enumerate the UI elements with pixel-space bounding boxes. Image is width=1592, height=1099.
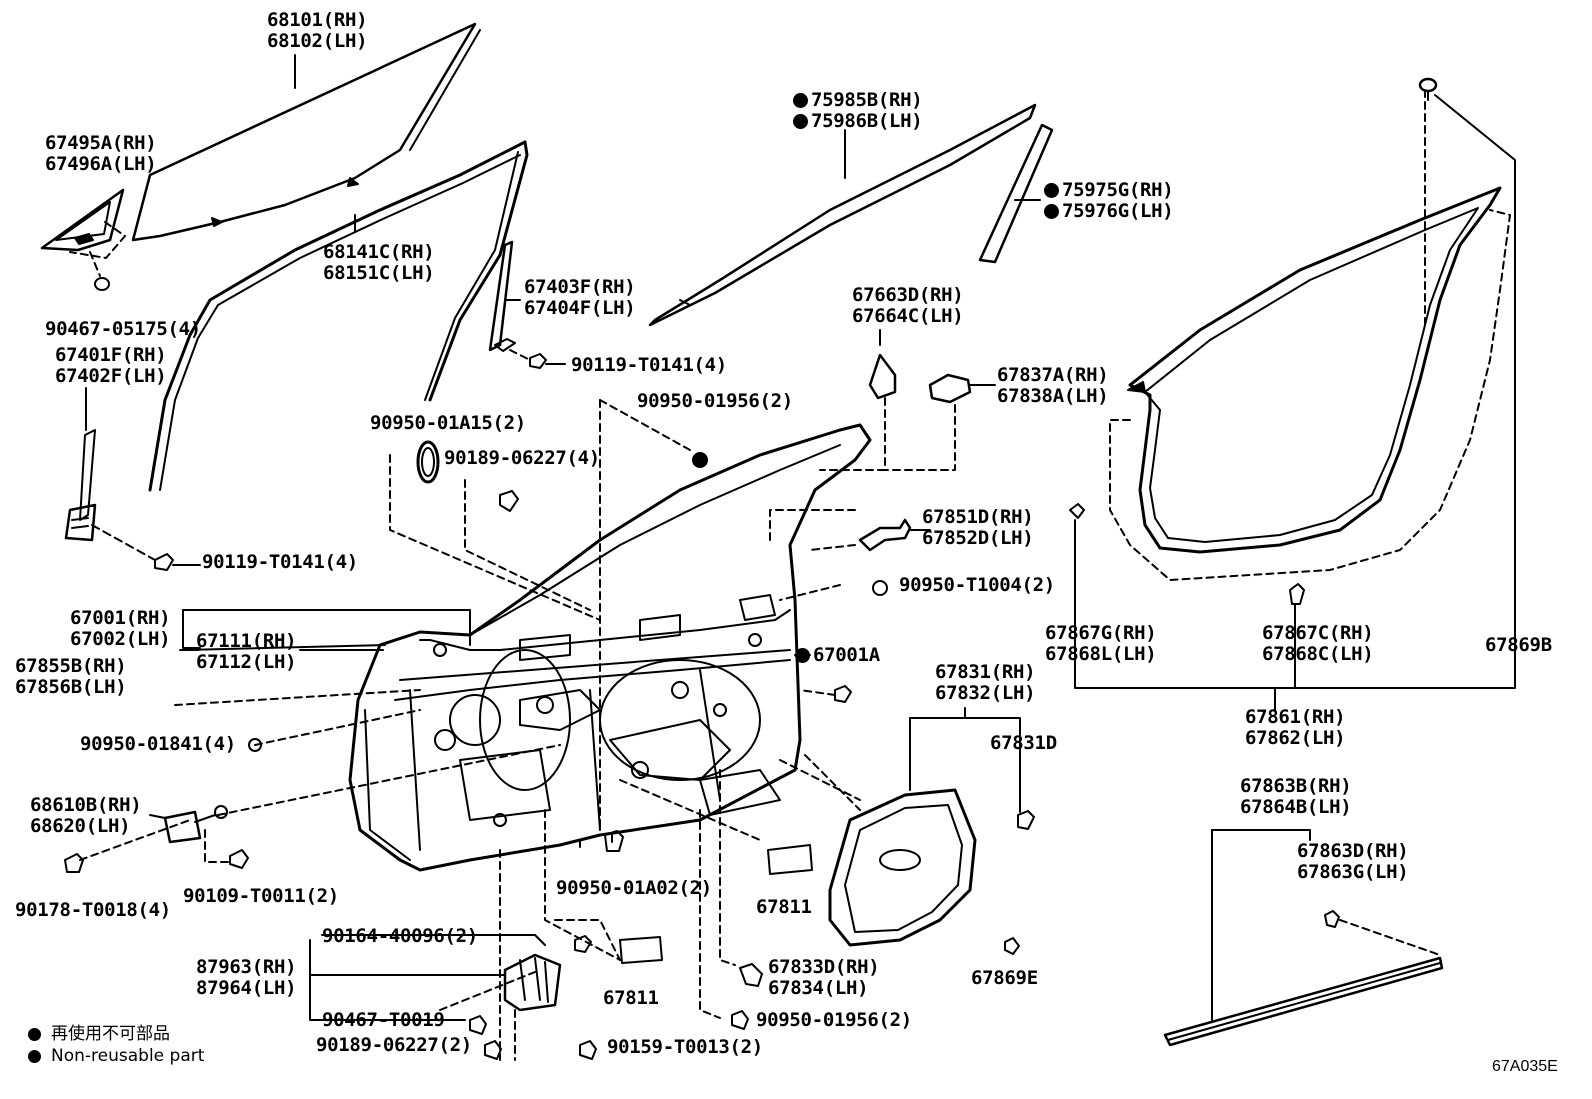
label-service-cover-d: 67831D [990, 732, 1057, 754]
label-screw-40096: 90164-40096(2) [322, 925, 478, 947]
label-stopper: 67837A(RH)67838A(LH) [997, 364, 1109, 407]
service-cover-part [828, 707, 1021, 947]
label-weatherstrip-belt: 75985B(RH)75986B(LH) [793, 90, 923, 132]
label-mirror-seal: 67663D(RH)67664C(LH) [852, 284, 964, 327]
door-check-part [149, 810, 216, 844]
label-bracket: 67851D(RH)67852D(LH) [922, 506, 1034, 549]
label-switch: 87963(RH)87964(LH) [196, 956, 297, 999]
switch-part [309, 919, 621, 1021]
label-plug-01956-top: 90950-01956(2) [637, 390, 793, 412]
legend: 再使用不可部品 Non-reusable part [28, 1023, 204, 1067]
label-plug-01a15: 90950-01A15(2) [370, 412, 526, 434]
pillar-garnish-part [978, 123, 1054, 264]
label-corner-cover: 67495A(RH)67496A(LH) [45, 132, 157, 175]
label-bolt-t0141-left: 90119-T0141(4) [202, 551, 358, 573]
label-belt-moulding: 67863B(RH)67864B(LH) [1240, 775, 1352, 818]
belt-moulding-part [1163, 829, 1444, 1047]
label-pillar-garnish: 75975G(RH)75976G(LH) [1044, 180, 1174, 222]
leader-lines [79, 399, 861, 1061]
door-shell [184, 423, 872, 872]
label-run-channel: 68141C(RH)68151C(LH) [323, 241, 435, 284]
label-weatherstrip: 67861(RH)67862(LH) [1245, 706, 1346, 749]
label-67811-left: 67811 [603, 987, 659, 1009]
label-bolt-t0018: 90178-T0018(4) [15, 899, 171, 921]
door-weatherstrip-part [1069, 77, 1516, 711]
label-check-assy: 68610B(RH)68620(LH) [30, 794, 142, 837]
label-belt-moulding-d: 67863D(RH)67863G(LH) [1297, 840, 1409, 883]
label-screw-06227-bottom: 90189-06227(2) [316, 1034, 472, 1056]
bracket-part [769, 509, 931, 552]
label-plug-01a02: 90950-01A02(2) [556, 877, 712, 899]
label-plug-t1004: 90950-T1004(2) [899, 574, 1055, 596]
outer-belt-weatherstrip [648, 103, 1037, 327]
label-glass: 68101(RH)68102(LH) [267, 9, 368, 52]
non-reusable-dot-icon [28, 1028, 41, 1041]
label-67811-right: 67811 [756, 896, 812, 918]
label-service-cover: 67831(RH)67832(LH) [935, 661, 1036, 704]
label-ws-clip-b: 67869B [1485, 634, 1552, 656]
label-ws-clip-left: 67867G(RH)67868L(LH) [1045, 622, 1157, 665]
stopper-part [884, 373, 996, 471]
corner-cover-part [40, 188, 126, 291]
label-seal-lower: 67855B(RH)67856B(LH) [15, 655, 127, 698]
fasteners [64, 440, 1035, 1060]
label-door-assy: 67001(RH)67002(LH) [70, 607, 171, 650]
division-bar-part [488, 240, 566, 369]
legend-jp: 再使用不可部品 [28, 1023, 204, 1045]
caution-labels [619, 844, 813, 964]
door-glass [131, 22, 481, 242]
non-reusable-dot-icon [28, 1050, 41, 1063]
label-clip-67869e: 67869E [971, 967, 1038, 989]
label-grommet: 67833D(RH)67834(LH) [768, 956, 880, 999]
label-plug-01956-bottom: 90950-01956(2) [756, 1009, 912, 1031]
label-bolt-t0011: 90109-T0011(2) [183, 885, 339, 907]
label-bolt-t0141-right: 90119-T0141(4) [571, 354, 727, 376]
label-plug-01841: 90950-01841(4) [80, 733, 236, 755]
rear-channel-part [64, 387, 201, 571]
label-clip-t0019: 90467-T0019 [322, 1009, 445, 1031]
label-door-panel: 67111(RH)67112(LH) [196, 630, 297, 673]
label-division-bar: 67403F(RH)67404F(LH) [524, 276, 636, 319]
glass-run-channel [148, 140, 529, 492]
label-nut-67001a: 67001A [795, 645, 880, 666]
label-ws-clip-mid: 67867C(RH)67868C(LH) [1262, 622, 1374, 665]
diagram-code: 67A035E [1492, 1058, 1558, 1075]
label-screw-06227-top: 90189-06227(4) [444, 447, 600, 469]
legend-en: Non-reusable part [28, 1045, 204, 1067]
label-screw-t0013: 90159-T0013(2) [607, 1036, 763, 1058]
label-clip-905175: 90467-05175(4) [45, 318, 201, 340]
label-rear-channel: 67401F(RH)67402F(LH) [55, 344, 167, 387]
